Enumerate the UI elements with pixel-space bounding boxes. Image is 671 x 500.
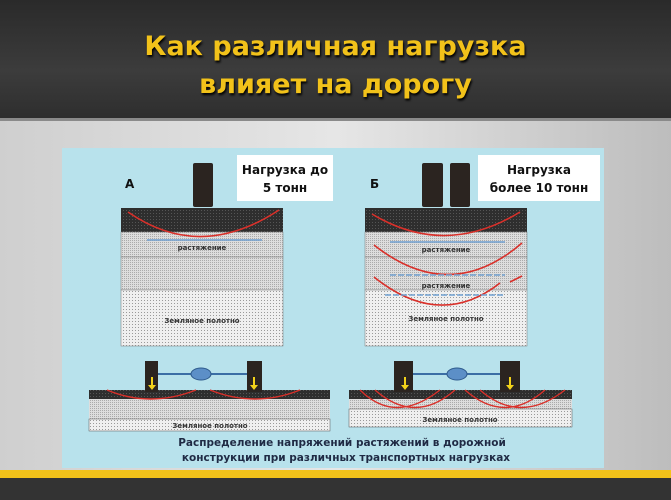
panel-b: Б Нагрузка более 10 тонн растяжение раст… (364, 155, 600, 347)
asphalt-layer (89, 390, 330, 399)
tension-label: растяжение (422, 282, 471, 290)
diagram-caption-line-1: Распределение напряжений растяжений в до… (178, 437, 506, 449)
slide-title: Как различная нагрузка влияет на дорогу (0, 28, 671, 104)
base-layer (349, 399, 572, 409)
tire-icon (500, 361, 520, 392)
load-arrow-icon (401, 377, 409, 390)
panel-b-letter: Б (370, 177, 379, 191)
base-layer (89, 399, 330, 419)
tire-icon (193, 163, 213, 207)
asphalt-layer (121, 208, 283, 232)
differential-icon (190, 367, 212, 381)
tire-icon (247, 361, 262, 392)
stress-curve (373, 275, 523, 306)
axle-diagram-b: Земляное полотно (348, 361, 573, 428)
soil-label: Земляное полотно (408, 315, 483, 323)
soil-layer (120, 289, 284, 347)
soil-label: Земляное полотно (164, 317, 239, 325)
load-label-line-2: 5 тонн (263, 181, 307, 195)
panel-a-letter: А (125, 177, 135, 191)
load-label-line-1: Нагрузка до (242, 163, 328, 177)
divider (0, 118, 671, 121)
subbase-layer (364, 256, 528, 291)
stress-curve (106, 389, 301, 400)
tension-label: растяжение (178, 244, 227, 252)
asphalt-layer (349, 390, 572, 399)
tire-icon (450, 163, 470, 207)
load-arrow-icon (148, 377, 156, 390)
tire-icon (145, 361, 158, 392)
diagram-caption-line-2: конструкции при различных транспортных н… (182, 452, 510, 464)
soil-layer (348, 408, 573, 428)
load-arrow-icon (506, 377, 514, 390)
title-line-1: Как различная нагрузка (144, 31, 527, 62)
title-line-2: влияет на дорогу (199, 69, 472, 100)
tire-icon (394, 361, 413, 392)
soil-layer (88, 418, 331, 432)
soil-label: Земляное полотно (422, 416, 497, 424)
load-label-box (237, 155, 333, 201)
load-label-box (478, 155, 600, 201)
load-arrow-icon (250, 377, 258, 390)
stress-curve (127, 209, 280, 238)
header-band (0, 0, 671, 118)
axle-diagram-a: Земляное полотно (88, 361, 331, 432)
differential-icon (446, 367, 468, 381)
stress-curve (371, 211, 521, 237)
asphalt-layer (365, 208, 527, 232)
soil-layer (364, 289, 528, 347)
load-label-line-1: Нагрузка (507, 163, 571, 177)
soil-label: Земляное полотно (172, 422, 247, 430)
accent-stripe (0, 470, 671, 478)
load-label-line-2: более 10 тонн (490, 181, 589, 195)
tension-label: растяжение (422, 246, 471, 254)
subbase-layer (120, 256, 284, 291)
tire-icon (422, 163, 443, 207)
footer-band (0, 478, 671, 500)
panel-a: А Нагрузка до 5 тонн растяжение Земляное… (120, 155, 333, 347)
stress-curve (359, 389, 566, 409)
